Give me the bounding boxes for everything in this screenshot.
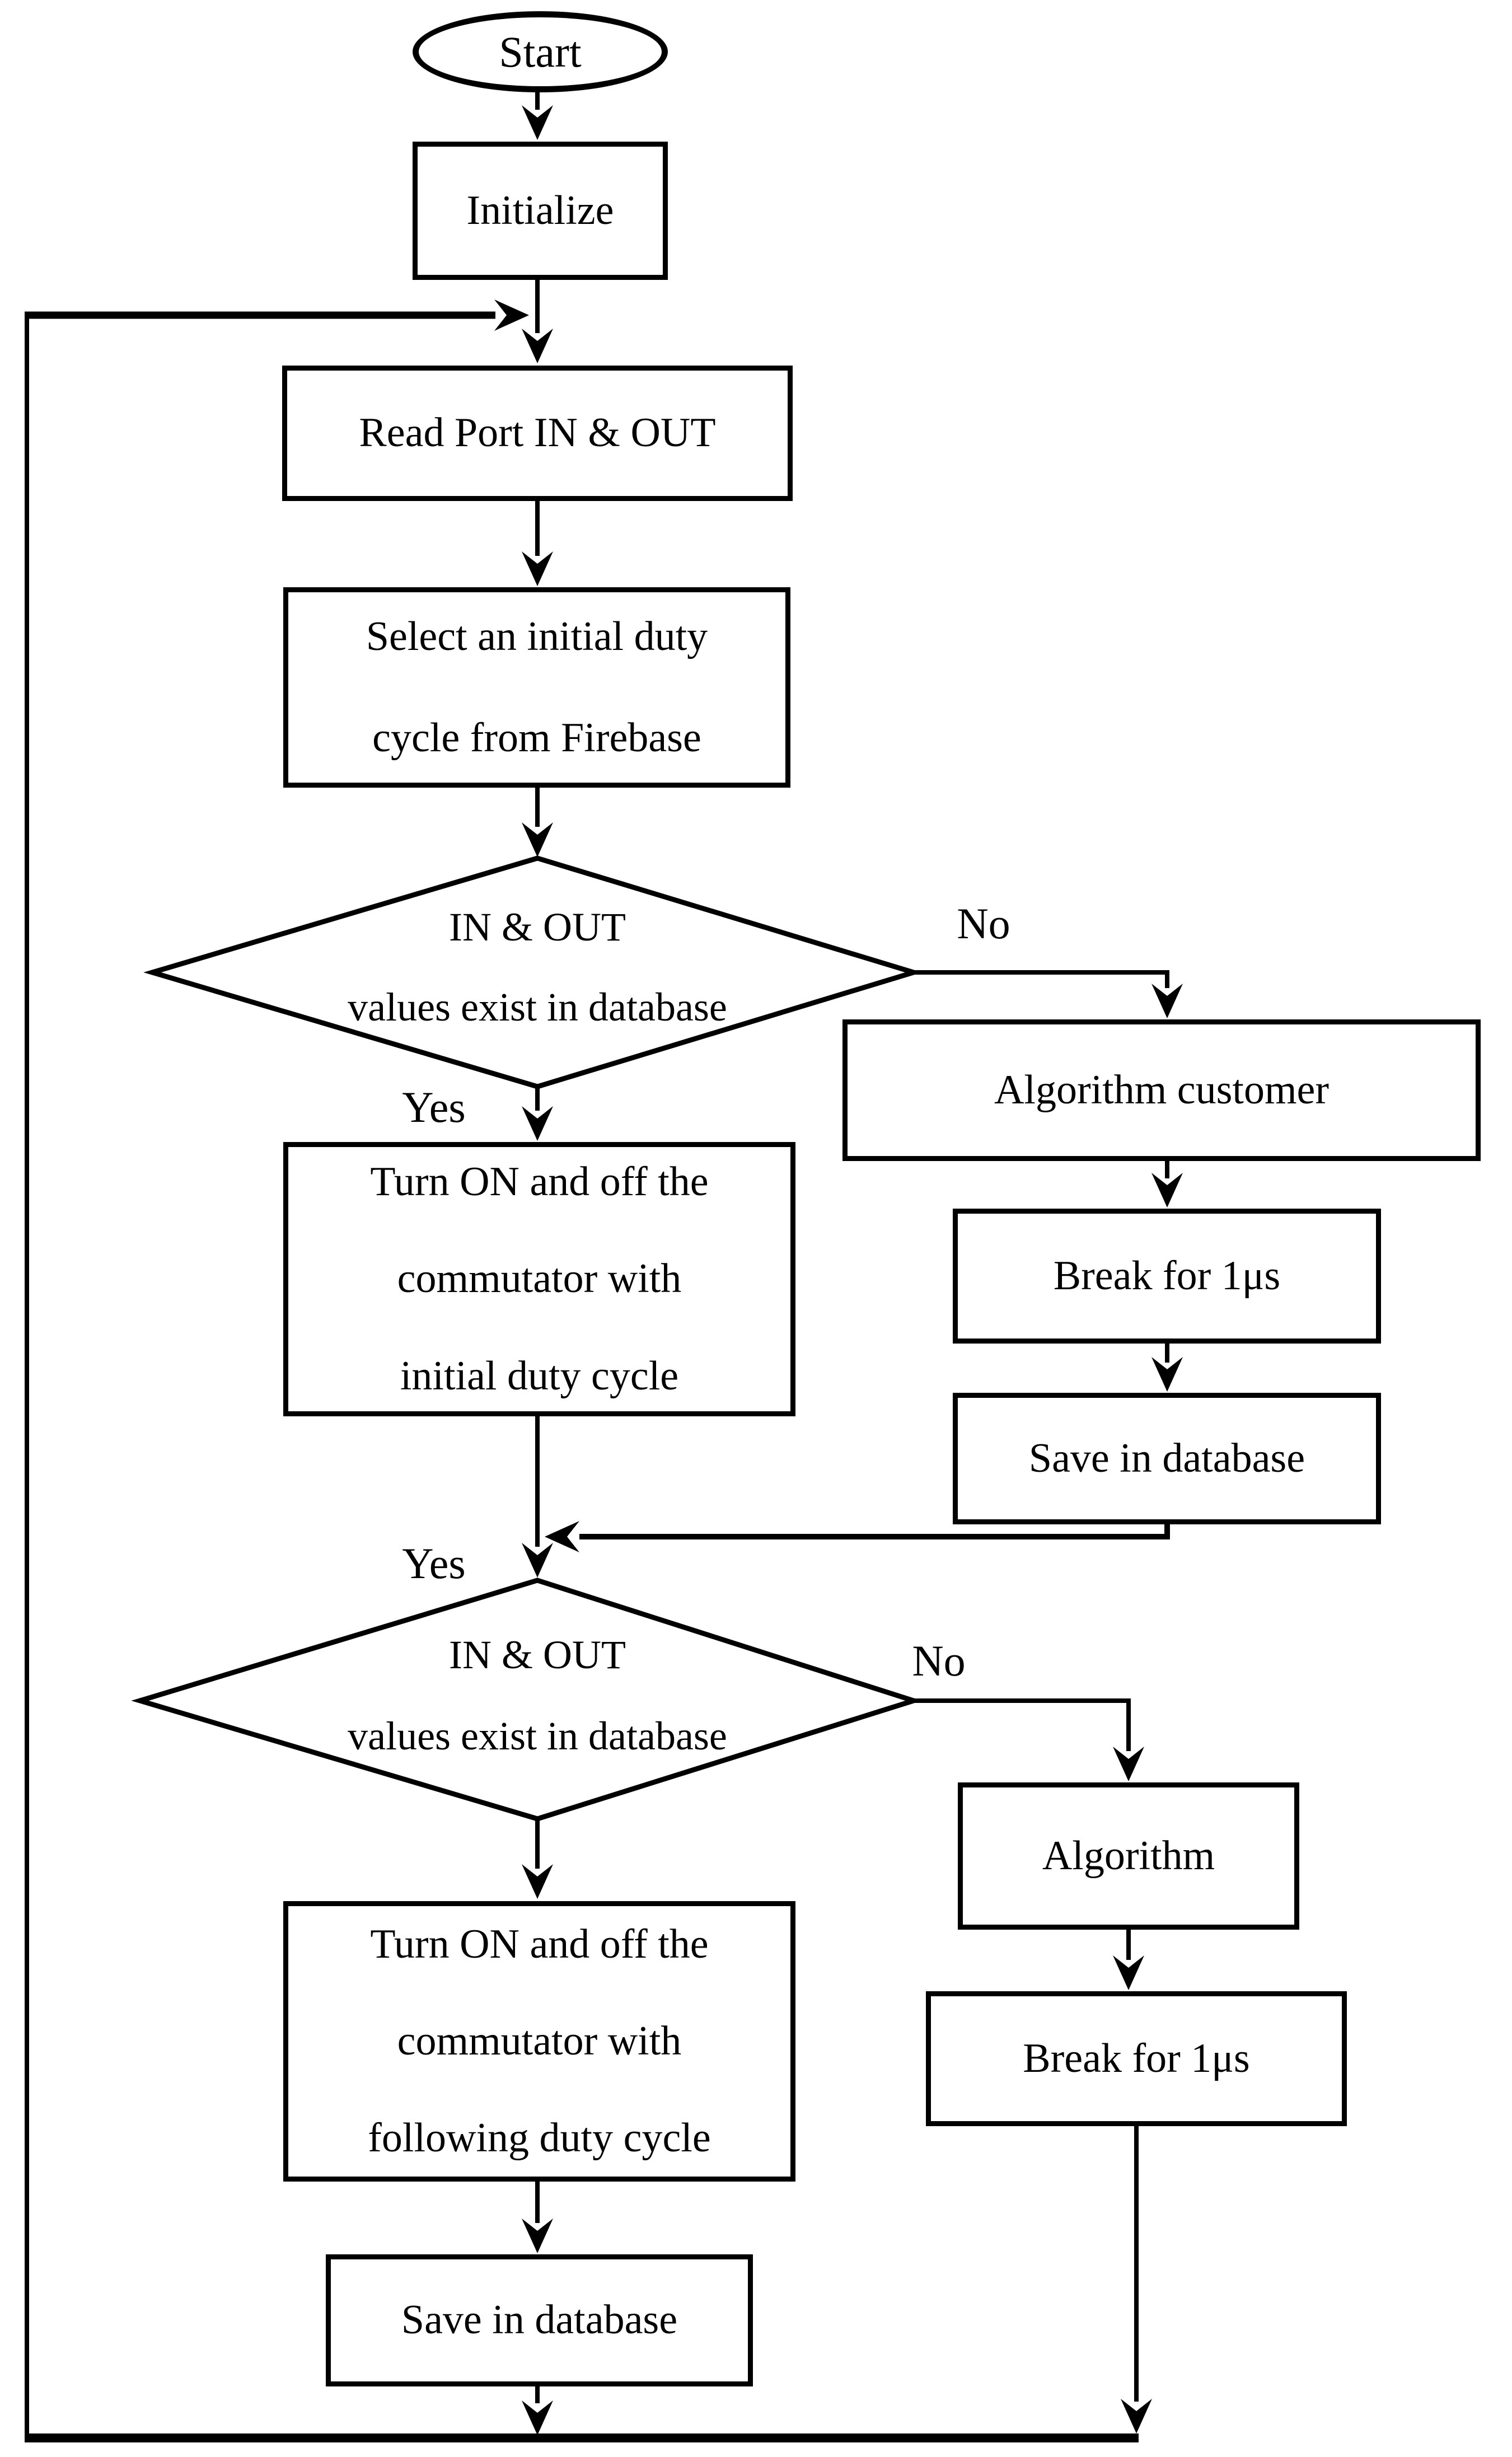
read-port-process: Read Port IN & OUT [282, 366, 793, 501]
edge-readport-select-arrowhead [522, 551, 553, 586]
save-database-bottom-process: Save in database [326, 2254, 753, 2386]
turn-on-following-process: Turn ON and off the commutator with foll… [283, 1901, 795, 2182]
decision1-yes-label: Yes [402, 1083, 466, 1131]
decision2-no-label: No [912, 1636, 966, 1685]
read-port-label: Read Port IN & OUT [359, 410, 716, 456]
decision1-no-label: No [957, 899, 1010, 948]
edge-turnon1-decision2-arrowhead [522, 1543, 553, 1578]
save-database-bottom-label: Save in database [401, 2297, 678, 2343]
edge-loop-arrowhead [494, 299, 529, 331]
edge-decision2-yes-arrowhead [522, 1864, 553, 1899]
break-second-label: Break for 1μs [1023, 2035, 1250, 2081]
turn-on-initial-process: Turn ON and off the commutator with init… [283, 1142, 795, 1416]
algorithm-customer-label: Algorithm customer [994, 1066, 1330, 1113]
algorithm-process: Algorithm [958, 1782, 1299, 1930]
decision1-line1: IN & OUT [449, 905, 626, 949]
select-duty-process: Select an initial duty cycle from Fireba… [283, 587, 790, 788]
edge-algorithm-break2-arrowhead [1113, 1955, 1144, 1990]
edge-initialize-readport-arrowhead [522, 329, 553, 363]
decision2-diamond [131, 1578, 922, 1822]
decision1-diamond [143, 855, 923, 1089]
edge-algocustomer-break1-arrowhead [1151, 1173, 1183, 1208]
edge-start-initialize-arrowhead [522, 105, 553, 140]
turn-on-following-line1: Turn ON and off the [370, 1921, 709, 1967]
initialize-label: Initialize [466, 187, 614, 233]
decision1-line2: values exist in database [348, 985, 727, 1029]
algorithm-customer-process: Algorithm customer [842, 1019, 1481, 1161]
select-duty-line1: Select an initial duty [366, 613, 708, 659]
start-label: Start [499, 27, 582, 76]
turn-on-initial-line2: commutator with [397, 1256, 682, 1302]
edge-decision1-yes-arrowhead [522, 1106, 553, 1141]
turn-on-following-line2: commutator with [397, 2018, 682, 2064]
edge-savebottom-bottomrail-arrowhead [522, 2400, 553, 2435]
decision2-yes-label: Yes [402, 1539, 466, 1588]
break-second-process: Break for 1μs [926, 1991, 1347, 2126]
turn-on-initial-line1: Turn ON and off the [370, 1159, 709, 1205]
algorithm-label: Algorithm [1042, 1832, 1215, 1879]
turn-on-following-line3: following duty cycle [368, 2115, 711, 2161]
decision2-line1: IN & OUT [449, 1632, 626, 1677]
turn-on-initial-line3: initial duty cycle [400, 1352, 679, 1399]
edge-saveright-merge-arrowhead [545, 1521, 579, 1552]
edge-decision2-no [914, 1698, 1131, 1751]
save-database-right-label: Save in database [1028, 1435, 1305, 1481]
break-first-label: Break for 1μs [1053, 1252, 1281, 1299]
edge-select-decision1-arrowhead [522, 822, 553, 857]
edge-turnon2-savebottom-arrowhead [522, 2219, 553, 2253]
start-terminator: Start [413, 11, 668, 92]
break-first-process: Break for 1μs [953, 1209, 1381, 1344]
edge-decision1-no-arrowhead [1151, 984, 1183, 1018]
edge-break2-bottomrail-arrowhead [1121, 2399, 1152, 2433]
initialize-process: Initialize [413, 142, 668, 280]
decision2-line2: values exist in database [348, 1714, 727, 1758]
save-database-right-process: Save in database [953, 1393, 1381, 1524]
edge-saveright-merge [579, 1524, 1170, 1539]
edge-decision1-no [914, 970, 1169, 988]
edge-decision2-no-arrowhead [1113, 1747, 1144, 1781]
select-duty-line2: cycle from Firebase [372, 715, 701, 761]
edge-break1-saveright-arrowhead [1151, 1357, 1183, 1392]
